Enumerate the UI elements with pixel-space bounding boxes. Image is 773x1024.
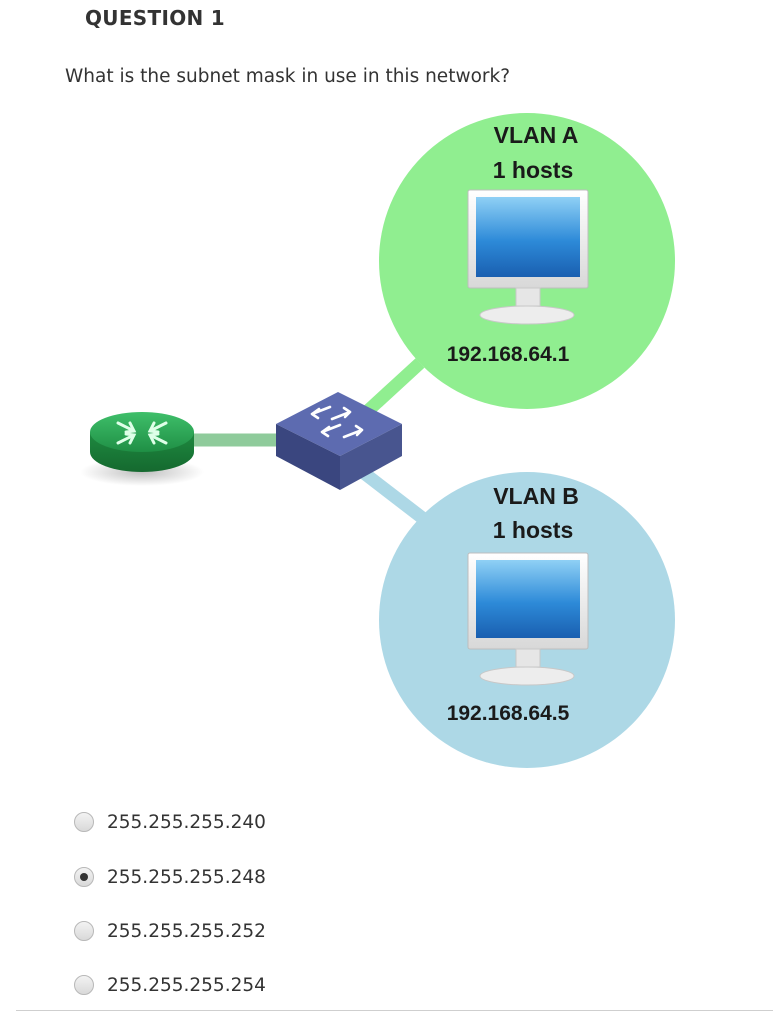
router-icon (80, 412, 204, 486)
computer-icon (467, 552, 589, 686)
radio-button-selected[interactable] (74, 867, 94, 887)
option-label: 255.255.255.240 (107, 811, 266, 833)
vlan-b-name: VLAN B (493, 483, 579, 509)
radio-button[interactable] (74, 921, 94, 941)
switch-vlan-b-link (356, 464, 429, 526)
radio-button[interactable] (74, 975, 94, 995)
option-2[interactable]: 255.255.255.248 (74, 862, 266, 892)
vlan-b-ip: 192.168.64.5 (447, 702, 570, 725)
divider (16, 1010, 773, 1011)
network-diagram: VLAN A 1 hosts 192.168.64.1 VLAN B 1 hos… (80, 113, 675, 768)
radio-button[interactable] (74, 812, 94, 832)
option-4[interactable]: 255.255.255.254 (74, 970, 266, 1000)
option-label: 255.255.255.254 (107, 974, 266, 996)
option-3[interactable]: 255.255.255.252 (74, 916, 266, 946)
question-text: What is the subnet mask in use in this n… (65, 66, 511, 87)
vlan-a-name: VLAN A (494, 122, 579, 148)
vlan-a-hosts: 1 hosts (493, 157, 574, 183)
vlan-a-ip: 192.168.64.1 (447, 343, 570, 366)
option-label: 255.255.255.248 (107, 866, 266, 888)
switch-icon (276, 392, 402, 490)
option-label: 255.255.255.252 (107, 920, 266, 942)
vlan-b-hosts: 1 hosts (493, 517, 574, 543)
computer-icon (467, 189, 589, 325)
option-1[interactable]: 255.255.255.240 (74, 807, 266, 837)
question-title: QUESTION 1 (85, 6, 226, 30)
